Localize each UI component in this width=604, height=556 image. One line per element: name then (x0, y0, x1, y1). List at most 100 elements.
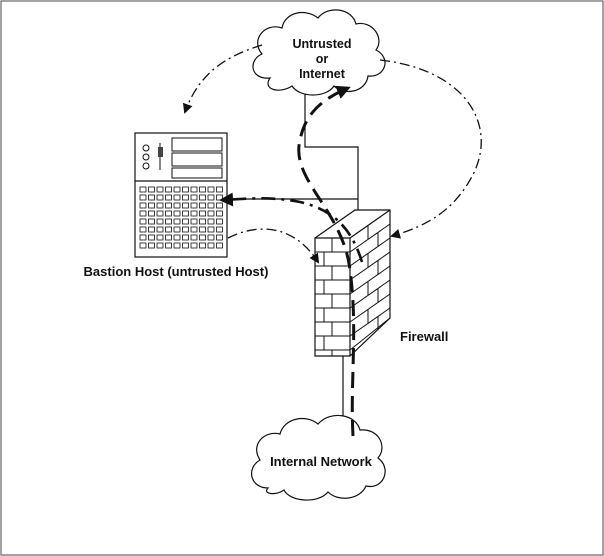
vent-slot (182, 210, 189, 217)
vent-slot (139, 218, 147, 225)
vent-slot (207, 234, 215, 241)
untrusted-internet-cloud: Untrusted or Internet (252, 9, 386, 96)
flow-cloud-to-bastion (182, 44, 263, 114)
flow-bastion-to-firewall (227, 228, 320, 264)
vent-slot (173, 186, 181, 193)
cloud-top-label-line2: or (316, 52, 329, 66)
flow-firewall-to-bastion (219, 192, 364, 263)
flow-internal-to-cloud (297, 85, 356, 437)
vent-slot (182, 218, 189, 225)
bastion-host-server: Bastion Host (untrusted Host) (84, 132, 269, 279)
vent-slot (148, 226, 155, 233)
vent-slot (165, 226, 172, 233)
vent-slot (165, 186, 172, 193)
vent-slot (156, 194, 164, 201)
brick-line (349, 293, 391, 323)
vent-slot (182, 242, 189, 249)
vent-slot (173, 218, 181, 225)
vent-slot (182, 202, 189, 209)
vent-slot (148, 186, 155, 193)
vent-slot (182, 226, 189, 233)
vent-slot (139, 234, 147, 241)
vent-slot (207, 210, 215, 217)
brick-line (349, 237, 391, 267)
firewall-label: Firewall (400, 329, 448, 344)
vent-slot (165, 218, 172, 225)
vent-slot (148, 194, 155, 201)
vent-slot (216, 226, 223, 233)
vent-slot (148, 242, 155, 249)
brick-line (349, 251, 391, 281)
vent-slot (165, 194, 172, 201)
vent-slot (139, 242, 147, 249)
vent-slot (190, 242, 198, 249)
vent-slot (148, 210, 155, 217)
vent-slot (199, 202, 206, 209)
vent-slot (207, 186, 215, 193)
vent-slot (156, 234, 164, 241)
vent-slot (216, 186, 223, 193)
cloud-top-label-line3: Internet (299, 67, 346, 81)
internal-network-label: Internal Network (270, 454, 373, 469)
link-cloud-to-firewall (304, 90, 359, 213)
vent-slot (165, 234, 172, 241)
vent-slot (156, 226, 164, 233)
vent-slot (165, 242, 172, 249)
vent-slot (173, 234, 181, 241)
firewall-wall: Firewall (314, 209, 448, 357)
vent-slot (139, 202, 147, 209)
vent-slot (207, 218, 215, 225)
vent-slot (156, 210, 164, 217)
vent-slot (156, 218, 164, 225)
vent-slot (156, 186, 164, 193)
vent-slot (148, 234, 155, 241)
vent-slot (199, 234, 206, 241)
vent-slot (156, 202, 164, 209)
cloud-top-label-line1: Untrusted (292, 37, 351, 51)
vent-slot (148, 202, 155, 209)
vent-slot (199, 226, 206, 233)
vent-slot (148, 218, 155, 225)
vent-slot (216, 218, 223, 225)
vent-slot (199, 210, 206, 217)
vent-slot (190, 186, 198, 193)
vent-slot (182, 194, 189, 201)
vent-slot (139, 186, 147, 193)
vent-slot (199, 186, 206, 193)
flow-cloud-to-firewall (379, 59, 482, 239)
vent-slot (173, 226, 181, 233)
vent-slot (199, 242, 206, 249)
vent-slot (165, 202, 172, 209)
vent-slot (216, 210, 223, 217)
vent-slot (173, 242, 181, 249)
server-vent-grid (139, 186, 223, 249)
brick-line (349, 317, 391, 351)
vent-slot (216, 242, 223, 249)
vent-slot (173, 202, 181, 209)
brick-line (349, 279, 391, 309)
brick-line (349, 223, 391, 253)
vent-slot (173, 194, 181, 201)
vent-slot (139, 194, 147, 201)
vent-slot (190, 218, 198, 225)
firewall-bricks (315, 223, 391, 356)
vent-slot (156, 242, 164, 249)
bastion-host-label: Bastion Host (untrusted Host) (84, 264, 269, 279)
vent-slot (165, 210, 172, 217)
brick-line (349, 265, 391, 295)
vent-slot (190, 226, 198, 233)
vent-slot (139, 210, 147, 217)
vent-slot (216, 234, 223, 241)
vent-slot (182, 186, 189, 193)
traffic-flows (182, 44, 482, 437)
vent-slot (190, 210, 198, 217)
vent-slot (173, 210, 181, 217)
vent-slot (182, 234, 189, 241)
vent-slot (199, 218, 206, 225)
vent-slot (207, 194, 215, 201)
vent-slot (199, 194, 206, 201)
vent-slot (190, 194, 198, 201)
vent-slot (207, 202, 215, 209)
vent-slot (207, 226, 215, 233)
